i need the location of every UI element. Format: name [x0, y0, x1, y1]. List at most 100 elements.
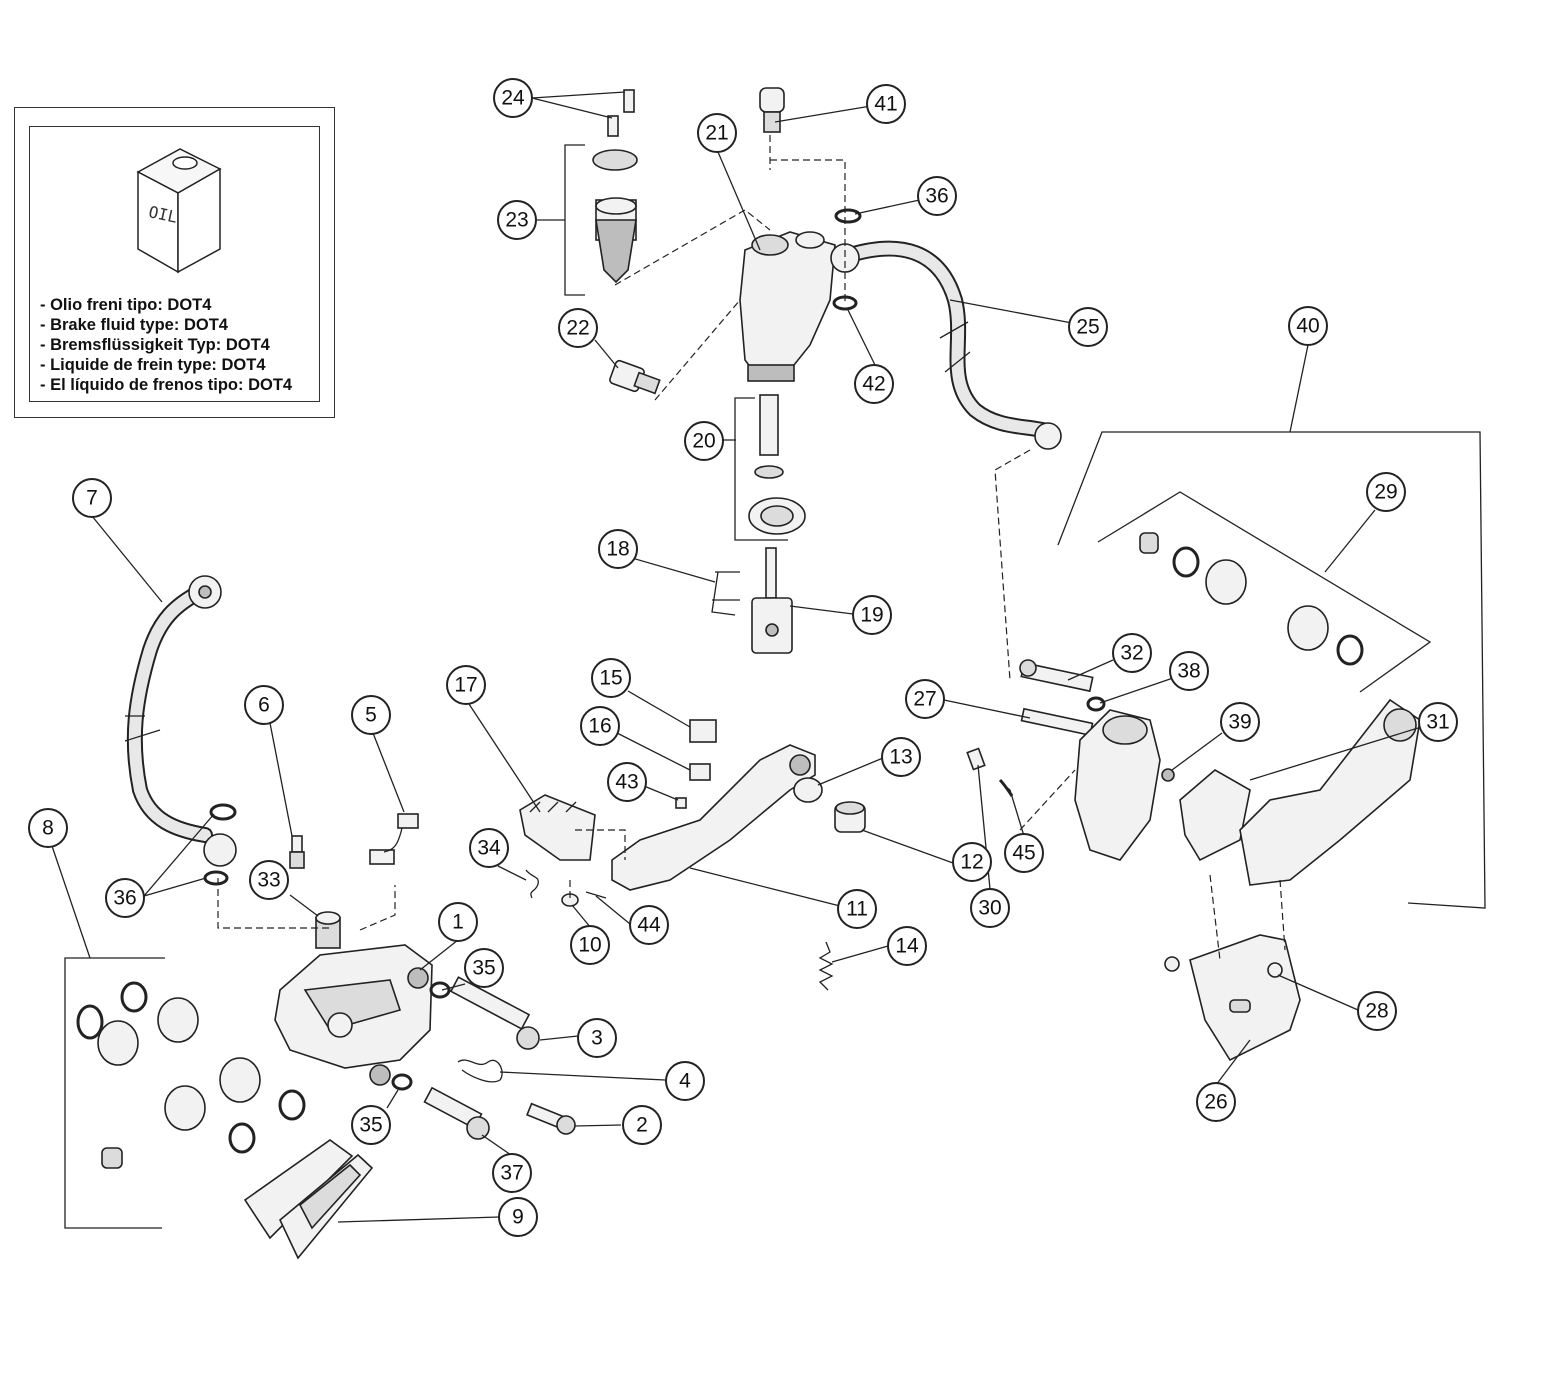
assembly-line-foot-tip	[575, 829, 626, 860]
callout-16-label: 16	[588, 715, 611, 738]
callout-30: 30	[970, 888, 1010, 928]
callout-25-label: 25	[1076, 316, 1099, 339]
part-36-oring-b	[203, 870, 229, 886]
callout-19-label: 19	[860, 604, 883, 627]
assembly-line-clip	[359, 885, 396, 931]
callout-17-label: 17	[454, 674, 477, 697]
callout-14-label: 14	[895, 935, 919, 958]
callout-28: 28	[1357, 991, 1397, 1031]
callout-7: 7	[72, 478, 112, 518]
assembly-line-reservoir	[614, 209, 771, 286]
callout-35-a: 35	[464, 948, 504, 988]
part-7-front-hose	[126, 575, 237, 867]
part-35-ring-b	[391, 1073, 413, 1091]
callout-1: 1	[438, 902, 478, 942]
part-4-clip	[457, 1059, 503, 1083]
callout-37-label: 37	[500, 1162, 523, 1185]
group-bracket-20	[734, 397, 788, 541]
callout-14: 14	[887, 926, 927, 966]
group-bracket-29	[1097, 491, 1432, 693]
callout-45-label: 45	[1012, 842, 1035, 865]
callout-40-label: 40	[1296, 315, 1319, 338]
callout-34: 34	[469, 828, 509, 868]
callout-17: 17	[446, 665, 486, 705]
callout-27-label: 27	[913, 688, 936, 711]
assembly-line-bracket	[1209, 874, 1286, 961]
part-3-pin	[449, 976, 540, 1050]
part-36-oring-a	[209, 803, 237, 821]
part-28-bolt	[1267, 962, 1283, 978]
part-12-spacer	[834, 801, 866, 833]
callout-38: 38	[1169, 651, 1209, 691]
callout-23: 23	[497, 200, 537, 240]
callout-3-label: 3	[591, 1027, 603, 1050]
part-26-nut	[1164, 956, 1180, 972]
part-24-bolts	[607, 89, 635, 137]
callout-42-label: 42	[862, 373, 885, 396]
legend-line-it: - Olio freni tipo: DOT4	[40, 296, 212, 314]
callout-6: 6	[244, 685, 284, 725]
callout-33-label: 33	[257, 869, 280, 892]
callout-28-label: 28	[1365, 1000, 1388, 1023]
callout-7-label: 7	[86, 487, 98, 510]
callout-32: 32	[1112, 633, 1152, 673]
callout-44: 44	[629, 905, 669, 945]
part-17-foot-tip	[519, 794, 596, 861]
callout-15: 15	[591, 658, 631, 698]
callout-11-label: 11	[846, 898, 868, 921]
callout-36a-label: 36	[925, 185, 948, 208]
part-1-caliper	[274, 944, 433, 1086]
callout-25: 25	[1068, 307, 1108, 347]
callout-41-label: 41	[874, 93, 897, 116]
callout-21: 21	[697, 113, 737, 153]
callout-1-label: 1	[452, 911, 464, 934]
brake-fluid-legend-inner: OIL - Olio freni tipo: DOT4 - Brake flui…	[29, 126, 320, 402]
callout-2: 2	[622, 1105, 662, 1145]
callout-38-label: 38	[1177, 660, 1200, 683]
callout-31-label: 31	[1426, 711, 1449, 734]
part-33-fitting	[315, 911, 341, 949]
callout-12-label: 12	[960, 851, 983, 874]
legend-line-fr: - Liquide de frein type: DOT4	[40, 356, 266, 374]
callout-39-label: 39	[1228, 711, 1251, 734]
callout-20-label: 20	[692, 430, 715, 453]
callout-15-label: 15	[599, 667, 622, 690]
callout-40: 40	[1288, 306, 1328, 346]
part-34-spring	[525, 869, 539, 899]
callout-8-label: 8	[42, 817, 54, 840]
callout-39: 39	[1220, 702, 1260, 742]
callout-43-label: 43	[615, 771, 638, 794]
part-36-oring-top	[834, 208, 862, 224]
callout-26: 26	[1196, 1082, 1236, 1122]
callout-30-label: 30	[978, 897, 1001, 920]
callout-5-label: 5	[365, 704, 377, 727]
callout-45: 45	[1004, 833, 1044, 873]
part-21-master-cylinder	[739, 231, 836, 382]
part-44-cotter	[585, 891, 607, 899]
callout-27: 27	[905, 679, 945, 719]
callout-32-label: 32	[1120, 642, 1143, 665]
callout-22-label: 22	[566, 317, 589, 340]
callout-36-a: 36	[917, 176, 957, 216]
callout-9-label: 9	[512, 1206, 524, 1229]
callout-22: 22	[558, 308, 598, 348]
part-20-piston	[748, 394, 806, 535]
oil-can-icon: OIL	[136, 148, 222, 274]
callout-37: 37	[492, 1153, 532, 1193]
leader-lines	[51, 91, 1419, 1223]
callout-42: 42	[854, 364, 894, 404]
callout-35a-label: 35	[472, 957, 495, 980]
part-29-seal-kit	[1139, 532, 1364, 666]
callout-24: 24	[493, 78, 533, 118]
callout-35-b: 35	[351, 1105, 391, 1145]
callout-11: 11	[837, 889, 877, 929]
assembly-line-front-hose	[217, 878, 330, 929]
brake-fluid-spec-list: - Olio freni tipo: DOT4 - Brake fluid ty…	[40, 295, 292, 395]
part-45-rings	[998, 778, 1014, 797]
part-31-rear-caliper	[1074, 709, 1251, 862]
callout-18-label: 18	[606, 538, 629, 561]
callout-41: 41	[866, 84, 906, 124]
hose-break-mark-left	[124, 715, 161, 742]
part-6-bleeder	[289, 835, 305, 869]
